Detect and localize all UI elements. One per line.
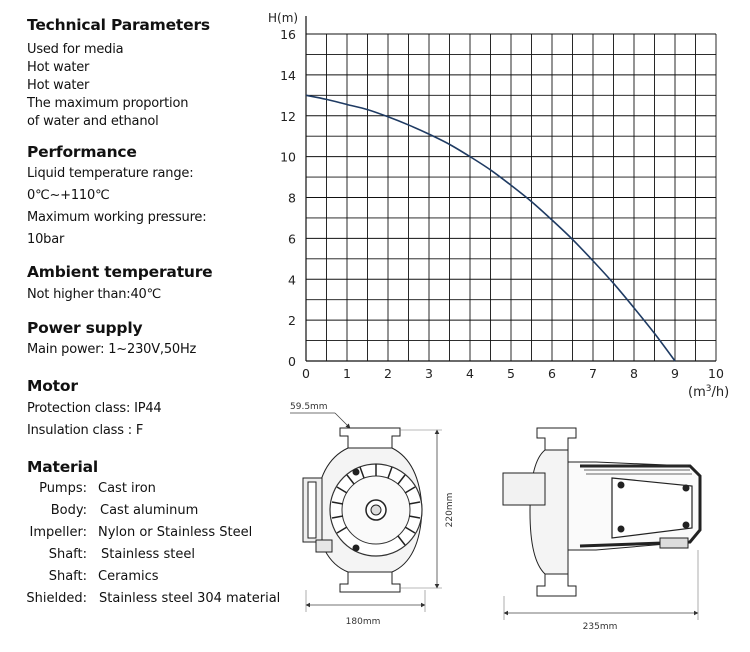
technical-line: Hot water [27, 60, 90, 75]
y-tick-label: 6 [288, 231, 296, 246]
material-value: Cast aluminum [100, 503, 199, 518]
technical-line: of water and ethanol [27, 114, 159, 129]
material-value: Nylon or Stainless Steel [98, 525, 253, 540]
head-flow-curve [305, 94, 676, 362]
y-tick-label: 14 [280, 68, 296, 83]
x-tick-label: 10 [708, 366, 724, 381]
side-width-dimension: 235mm [503, 550, 699, 632]
y-tick-label: 16 [280, 27, 296, 42]
side-width-label: 235mm [583, 622, 618, 632]
pump-front-view [302, 427, 423, 593]
motor-line: Protection class: IP44 [27, 401, 162, 416]
material-label: Shaft: [48, 547, 87, 562]
performance-line: Liquid temperature range: [27, 166, 194, 181]
x-tick-label: 7 [589, 366, 597, 381]
x-tick-label: 8 [630, 366, 638, 381]
ambient-line: Not higher than:40℃ [27, 287, 161, 302]
material-label: Impeller: [29, 525, 87, 540]
flange-dimension: 59.5mm [290, 402, 351, 429]
performance-heading: Performance [27, 143, 137, 161]
y-tick-label: 2 [288, 313, 296, 328]
front-width-label: 180mm [346, 617, 381, 627]
material-heading: Material [27, 458, 98, 476]
material-label: Shaft: [48, 569, 87, 584]
y-tick-label: 8 [288, 191, 296, 206]
front-height-dimension: 220mm [400, 429, 455, 589]
performance-line: Maximum working pressure: [27, 210, 207, 225]
height-dimension-label: 220mm [445, 493, 455, 528]
motor-heading: Motor [27, 377, 78, 395]
flange-dimension-label: 59.5mm [290, 402, 328, 412]
chart-grid [305, 16, 717, 362]
x-tick-label: 4 [466, 366, 474, 381]
power-supply-heading: Power supply [27, 319, 143, 337]
x-tick-label: 9 [671, 366, 679, 381]
material-value: Stainless steel 304 material [99, 591, 281, 606]
technical-line: The maximum proportion [27, 96, 189, 111]
x-tick-label: 1 [343, 366, 351, 381]
x-tick-label: 2 [384, 366, 392, 381]
pump-drawings: 59.5mm [290, 402, 702, 632]
y-tick-label: 10 [280, 150, 296, 165]
y-tick-label: 0 [288, 354, 296, 369]
material-value: Ceramics [98, 569, 159, 584]
ambient-temperature-heading: Ambient temperature [27, 263, 213, 281]
pump-side-view [502, 427, 702, 597]
x-tick-label: 5 [507, 366, 515, 381]
y-axis-label: H(m) [268, 11, 298, 25]
x-tick-label: 6 [548, 366, 556, 381]
x-tick-label: 0 [302, 366, 310, 381]
technical-parameters-heading: Technical Parameters [27, 16, 210, 34]
x-tick-label: 3 [425, 366, 433, 381]
material-value: Cast iron [98, 481, 156, 496]
power-line: Main power: 1~230V,50Hz [27, 342, 197, 357]
front-width-dimension: 180mm [305, 590, 426, 627]
x-axis-label: (m3/h) [688, 384, 729, 400]
material-label: Body: [50, 503, 87, 518]
material-label: Shielded: [26, 591, 87, 606]
material-label: Pumps: [39, 481, 87, 496]
y-tick-label: 4 [288, 272, 296, 287]
motor-line: Insulation class : F [27, 423, 144, 438]
technical-line: Used for media [27, 42, 124, 57]
y-tick-label: 12 [280, 109, 296, 124]
performance-line: 10bar [27, 232, 65, 247]
material-value: Stainless steel [101, 547, 195, 562]
technical-line: Hot water [27, 78, 90, 93]
performance-line: 0℃~+110℃ [27, 188, 110, 203]
